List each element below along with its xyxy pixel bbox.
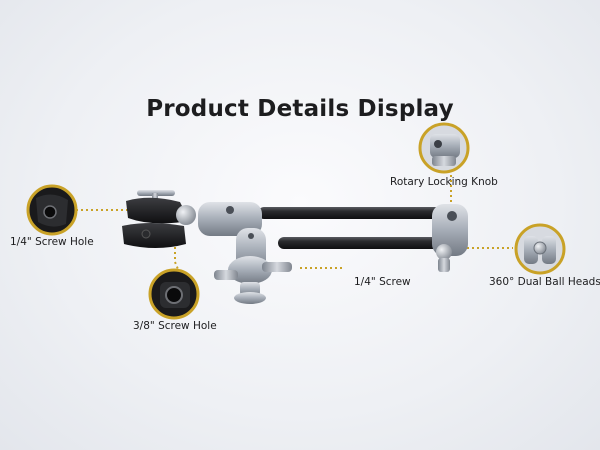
right-joint-housing	[432, 204, 468, 256]
knob-icon	[434, 140, 442, 148]
label-rotary-locking-knob: Rotary Locking Knob	[390, 176, 498, 188]
screw-hole-icon	[165, 286, 183, 304]
zoom-callout-dual-ball-heads	[514, 223, 566, 275]
upper-rod	[258, 207, 442, 219]
zoom-callout-screw-hole-3-8	[148, 268, 200, 320]
upper-joint-housing	[198, 202, 262, 236]
clamp-upper-jaw	[126, 197, 186, 224]
clamp-thread-hole-icon	[141, 229, 151, 239]
label-screw-1-4: 1/4" Screw	[354, 276, 411, 288]
clamp-lower-jaw	[122, 223, 186, 248]
ball-head-icon	[533, 241, 547, 255]
label-screw-hole-1-4: 1/4" Screw Hole	[10, 236, 94, 248]
label-dual-ball-heads: 360° Dual Ball Heads	[489, 276, 600, 288]
screw-hole-icon	[43, 205, 57, 219]
zoom-callout-screw-hole-1-4	[26, 184, 78, 236]
left-ball	[176, 205, 196, 225]
zoom-callout-rotary-knob	[418, 122, 470, 174]
magic-arm-product	[122, 190, 468, 304]
lower-rod	[278, 237, 442, 249]
label-screw-hole-3-8: 3/8" Screw Hole	[133, 320, 217, 332]
center-locking-knob	[228, 256, 272, 284]
screw-shaft	[262, 262, 292, 272]
page-title: Product Details Display	[146, 96, 454, 122]
leader-screw-hole-3-8	[174, 242, 181, 275]
bottom-screw-knob	[234, 292, 266, 304]
